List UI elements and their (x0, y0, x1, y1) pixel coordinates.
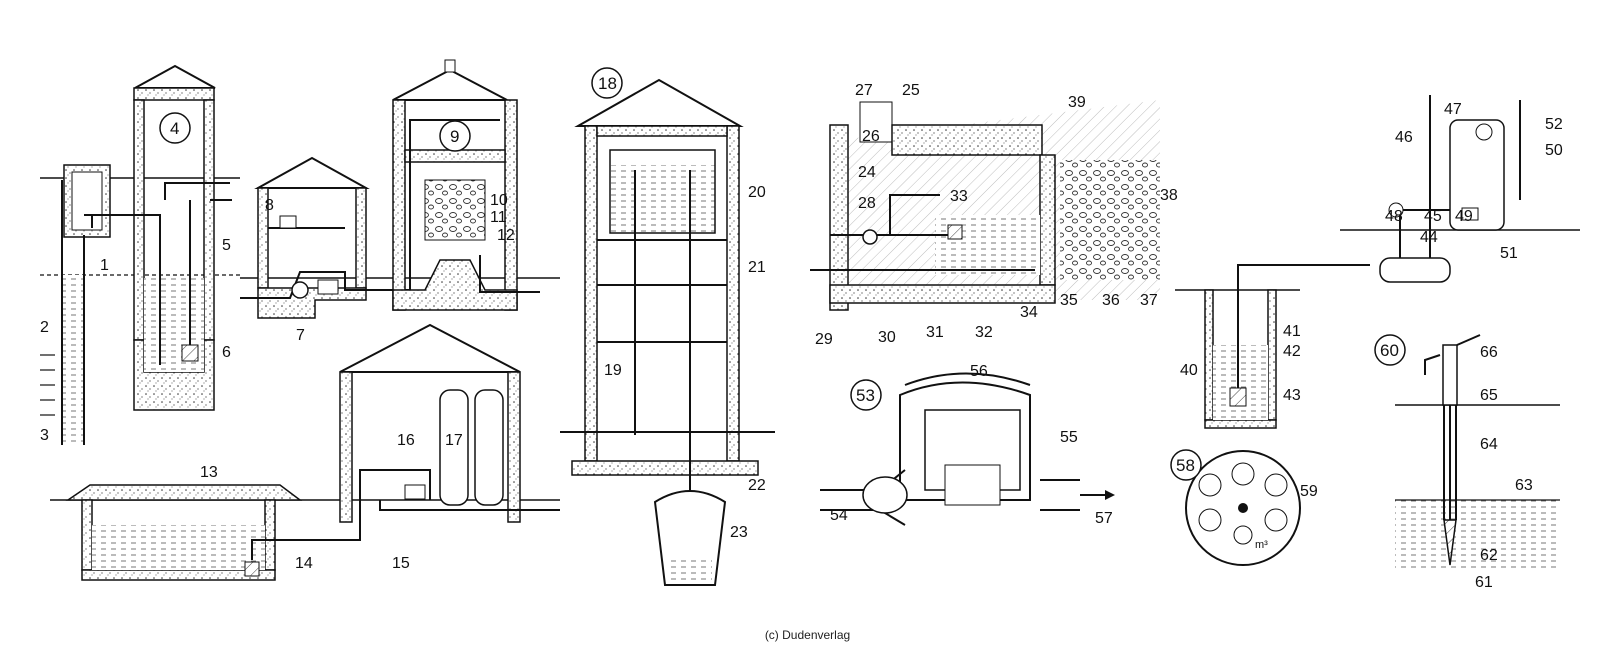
label-37: 37 (1140, 292, 1158, 309)
label-63: 63 (1515, 477, 1533, 494)
label-48: 48 (1385, 208, 1403, 225)
diagram-canvas: m³ 1 2 3 (40, 59, 1580, 591)
label-27: 27 (855, 82, 873, 99)
label-52: 52 (1545, 116, 1563, 133)
well-tower-section (40, 64, 240, 445)
label-44: 44 (1420, 229, 1438, 246)
label-45: 45 (1424, 208, 1442, 225)
hand-pump-section (1374, 334, 1560, 570)
label-39: 39 (1068, 94, 1086, 111)
label-17: 17 (445, 432, 463, 449)
label-4: 4 (170, 119, 179, 138)
label-15: 15 (392, 555, 410, 572)
label-65: 65 (1480, 387, 1498, 404)
label-49: 49 (1455, 208, 1473, 225)
label-58: 58 (1176, 456, 1195, 475)
label-25: 25 (902, 82, 920, 99)
label-7: 7 (296, 327, 305, 344)
callout-labels: 1 2 3 4 5 6 7 8 9 10 11 12 13 14 15 16 1… (40, 74, 1563, 591)
label-34: 34 (1020, 304, 1038, 321)
label-23: 23 (730, 524, 748, 541)
label-46: 46 (1395, 129, 1413, 146)
label-43: 43 (1283, 387, 1301, 404)
label-32: 32 (975, 324, 993, 341)
water-meter-section (820, 372, 1115, 526)
water-tower-section (560, 67, 775, 586)
label-53: 53 (856, 386, 875, 405)
label-22: 22 (748, 477, 766, 494)
meter-dial: m³ (1170, 449, 1301, 566)
label-5: 5 (222, 237, 231, 254)
label-56: 56 (970, 363, 988, 380)
label-10: 10 (490, 192, 508, 209)
label-61: 61 (1475, 574, 1493, 591)
label-28: 28 (858, 195, 876, 212)
label-59: 59 (1300, 483, 1318, 500)
label-42: 42 (1283, 343, 1301, 360)
label-50: 50 (1545, 142, 1563, 159)
callout-circle-58 (1170, 449, 1202, 481)
label-62: 62 (1480, 547, 1498, 564)
callout-circle-60 (1374, 334, 1406, 366)
label-2: 2 (40, 319, 49, 336)
label-13: 13 (200, 464, 218, 481)
label-47: 47 (1444, 101, 1462, 118)
label-24: 24 (858, 164, 876, 181)
label-38: 38 (1160, 187, 1178, 204)
label-51: 51 (1500, 245, 1518, 262)
label-36: 36 (1102, 292, 1120, 309)
label-33: 33 (950, 188, 968, 205)
label-66: 66 (1480, 344, 1498, 361)
label-19: 19 (604, 362, 622, 379)
label-29: 29 (815, 331, 833, 348)
label-3: 3 (40, 427, 49, 444)
label-64: 64 (1480, 436, 1498, 453)
label-60: 60 (1380, 341, 1399, 360)
label-54: 54 (830, 507, 848, 524)
domestic-pump-section (1175, 95, 1580, 429)
label-20: 20 (748, 184, 766, 201)
label-11: 11 (490, 209, 507, 226)
callout-circle-4 (159, 112, 191, 144)
label-41: 41 (1283, 323, 1301, 340)
spring-chamber-section (810, 100, 1160, 311)
label-9: 9 (450, 127, 459, 146)
label-8: 8 (265, 197, 274, 214)
label-14: 14 (295, 555, 313, 572)
label-55: 55 (1060, 429, 1078, 446)
label-57: 57 (1095, 510, 1113, 527)
label-35: 35 (1060, 292, 1078, 309)
callout-circle-18 (591, 67, 623, 99)
label-30: 30 (878, 329, 896, 346)
copyright-credit: (c) Dudenverlag (764, 628, 851, 642)
label-16: 16 (397, 432, 415, 449)
label-40: 40 (1180, 362, 1198, 379)
label-6: 6 (222, 344, 231, 361)
label-31: 31 (926, 324, 944, 341)
label-26: 26 (862, 128, 880, 145)
callout-circle-53 (850, 379, 882, 411)
label-12: 12 (497, 227, 515, 244)
meter-unit-label: m³ (1255, 539, 1268, 551)
label-18: 18 (598, 74, 617, 93)
pump-filter-section (240, 59, 560, 319)
reservoir-pressure-section (50, 323, 560, 581)
label-21: 21 (748, 259, 766, 276)
label-1: 1 (100, 257, 109, 274)
